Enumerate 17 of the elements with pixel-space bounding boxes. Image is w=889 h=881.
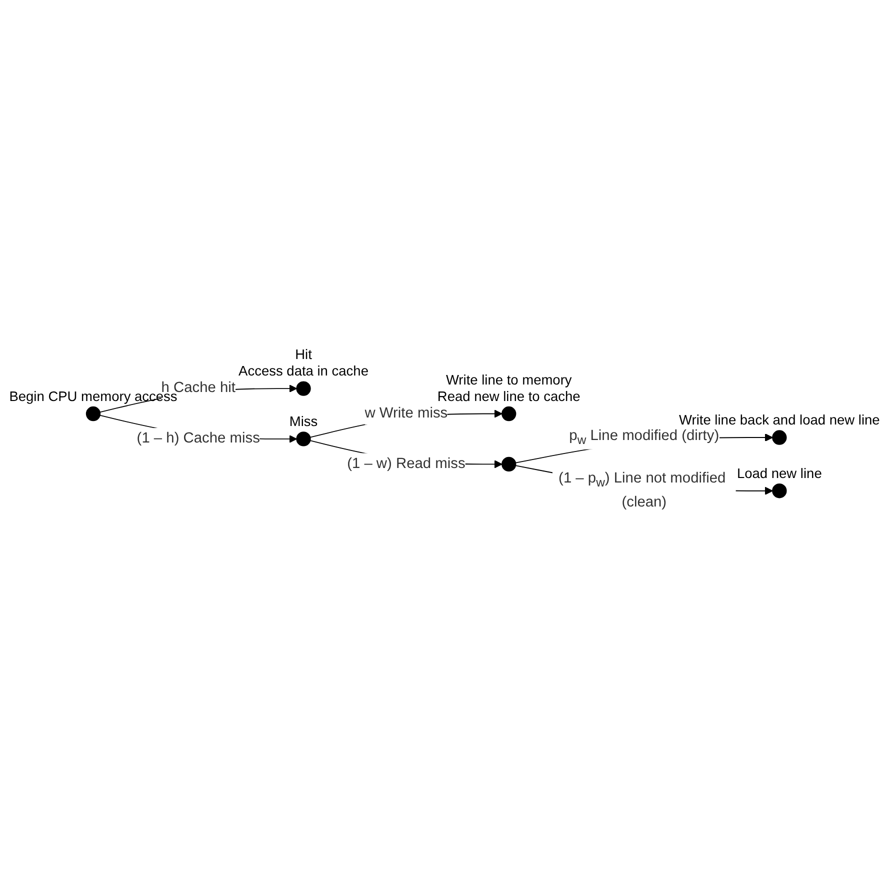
node-circle: [502, 406, 516, 422]
node-circle: [86, 406, 101, 422]
node-caption: Write line back and load new line: [679, 412, 880, 428]
node-caption: Miss: [289, 414, 318, 430]
node-circle: [502, 456, 516, 472]
node-caption: Hit Access data in cache: [238, 347, 368, 379]
node-caption: Load new line: [737, 466, 822, 482]
node-circle: [772, 484, 787, 498]
node-circle: [296, 381, 311, 396]
edge-label: w Write miss: [364, 405, 448, 422]
edge-label: p$_{w}$ Line modified (dirty): [569, 428, 720, 447]
edge-label: (1 – p$_{w}$) Line not modified (clean): [558, 470, 726, 510]
edge-label: (1 – w) Read miss: [347, 456, 466, 472]
node-circle: [296, 432, 311, 446]
node-caption: Write line to memory Read new line to cache: [437, 372, 580, 404]
edge-label: (1 – h) Cache miss: [136, 430, 260, 446]
node-circle: [772, 430, 787, 445]
